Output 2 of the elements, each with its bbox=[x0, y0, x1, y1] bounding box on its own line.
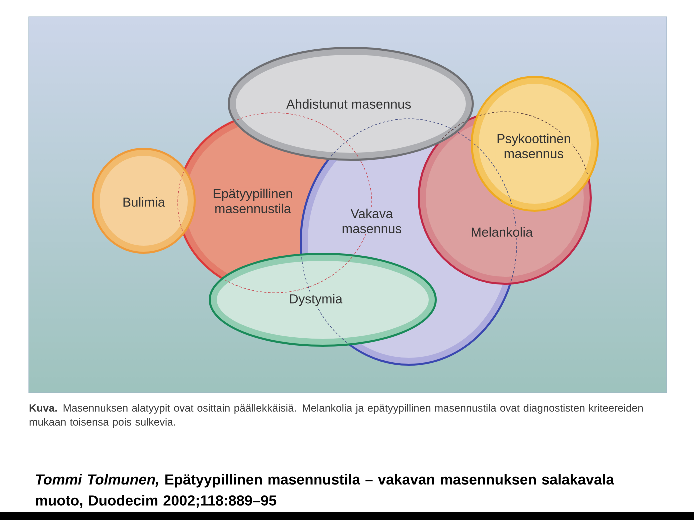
caption-text: Kuva. Masennuksen alatyypit ovat osittain päällekkäisiä. Melankolia ja epätyypillinen masennustila ovat diagnostisten kriteereiden mukaan toisensa pois sulkevia. bbox=[30, 404, 643, 428]
citation-text: Tommi Tolmunen, Epätyypillinen masennustila – vakavan masennuksen salakavala muoto, Duodecim 2002;118:889–95 bbox=[36, 474, 614, 508]
